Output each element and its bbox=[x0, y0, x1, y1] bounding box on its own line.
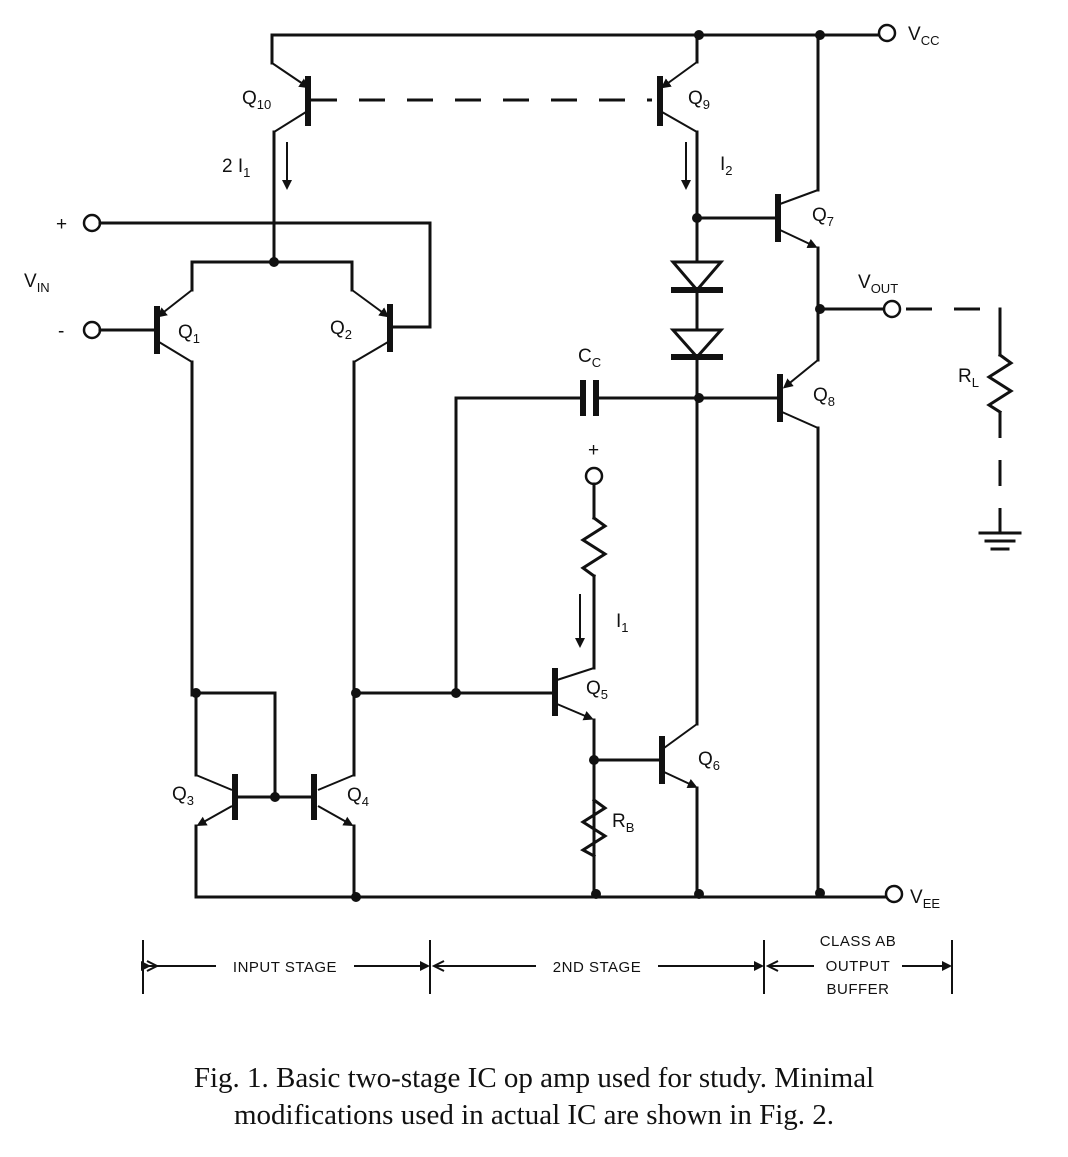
q8-label: Q8 bbox=[813, 385, 835, 409]
transistor-q1 bbox=[154, 260, 194, 697]
q6-label: Q6 bbox=[698, 749, 720, 773]
inverting-input-terminal[interactable] bbox=[82, 320, 102, 340]
vout-terminal[interactable] bbox=[882, 299, 902, 319]
input-plus bbox=[82, 213, 432, 329]
rl-label: RL bbox=[958, 366, 979, 390]
noninverting-input-terminal[interactable] bbox=[82, 213, 102, 233]
caption-line-1: Fig. 1. Basic two-stage IC op amp used f… bbox=[193, 1062, 875, 1094]
vin-label: VIN bbox=[24, 271, 50, 295]
vcc-terminal[interactable] bbox=[877, 23, 897, 43]
i1-label: I1 bbox=[616, 611, 629, 635]
cc-label: CC bbox=[578, 346, 601, 370]
plus-input-label: + bbox=[56, 214, 67, 235]
bias-plus-terminal[interactable] bbox=[584, 466, 604, 486]
minus-input-label: - bbox=[58, 321, 64, 342]
vee-rail bbox=[194, 884, 904, 904]
bias-diodes bbox=[669, 216, 725, 726]
vcc-rail bbox=[270, 23, 897, 43]
transistor-q6 bbox=[592, 723, 699, 896]
vee-terminal[interactable] bbox=[884, 884, 904, 904]
q2-label: Q2 bbox=[330, 318, 352, 342]
q4-label: Q4 bbox=[347, 785, 369, 809]
vcc-label: VCC bbox=[908, 24, 939, 48]
output-stage-label-line2: OUTPUT bbox=[826, 958, 891, 975]
transistor-q4 bbox=[311, 693, 356, 899]
bias-resistor-q5 bbox=[575, 466, 608, 670]
tail-current-label: 2 I1 bbox=[222, 156, 250, 180]
figure-caption: Fig. 1. Basic two-stage IC op amp used f… bbox=[0, 1060, 1068, 1134]
q1-label: Q1 bbox=[178, 322, 200, 346]
stage-brackets: INPUT STAGE 2ND STAGE CLASS AB OUTPUT BU… bbox=[141, 933, 953, 998]
input-stage-label: INPUT STAGE bbox=[233, 959, 337, 976]
q5-label: Q5 bbox=[586, 678, 608, 702]
rb-label: RB bbox=[612, 811, 634, 835]
q9-label: Q9 bbox=[688, 88, 710, 112]
resistor-rb bbox=[580, 797, 608, 859]
transistor-q3 bbox=[194, 691, 238, 899]
output-load bbox=[818, 299, 1022, 551]
transistor-q5 bbox=[552, 667, 599, 897]
transistor-q8 bbox=[777, 359, 820, 895]
q10-label: Q10 bbox=[242, 88, 271, 112]
caption-line-2: modifications used in actual IC are show… bbox=[233, 1099, 835, 1131]
q3-label: Q3 bbox=[172, 784, 194, 808]
bias-plus-label: + bbox=[588, 440, 599, 461]
transistor-q2 bbox=[350, 260, 393, 697]
second-stage-label: 2ND STAGE bbox=[553, 959, 641, 976]
output-stage-label-line3: BUFFER bbox=[827, 981, 890, 998]
output-stage-label-line1: CLASS AB bbox=[820, 933, 897, 950]
compensation-capacitor bbox=[454, 380, 780, 695]
q7-label: Q7 bbox=[812, 205, 834, 229]
vee-label: VEE bbox=[910, 887, 940, 911]
i2-label: I2 bbox=[720, 154, 733, 178]
input-minus bbox=[82, 320, 156, 340]
vout-label: VOUT bbox=[858, 272, 898, 296]
transistor-q7 bbox=[695, 33, 825, 362]
transistor-q10 bbox=[270, 33, 311, 262]
